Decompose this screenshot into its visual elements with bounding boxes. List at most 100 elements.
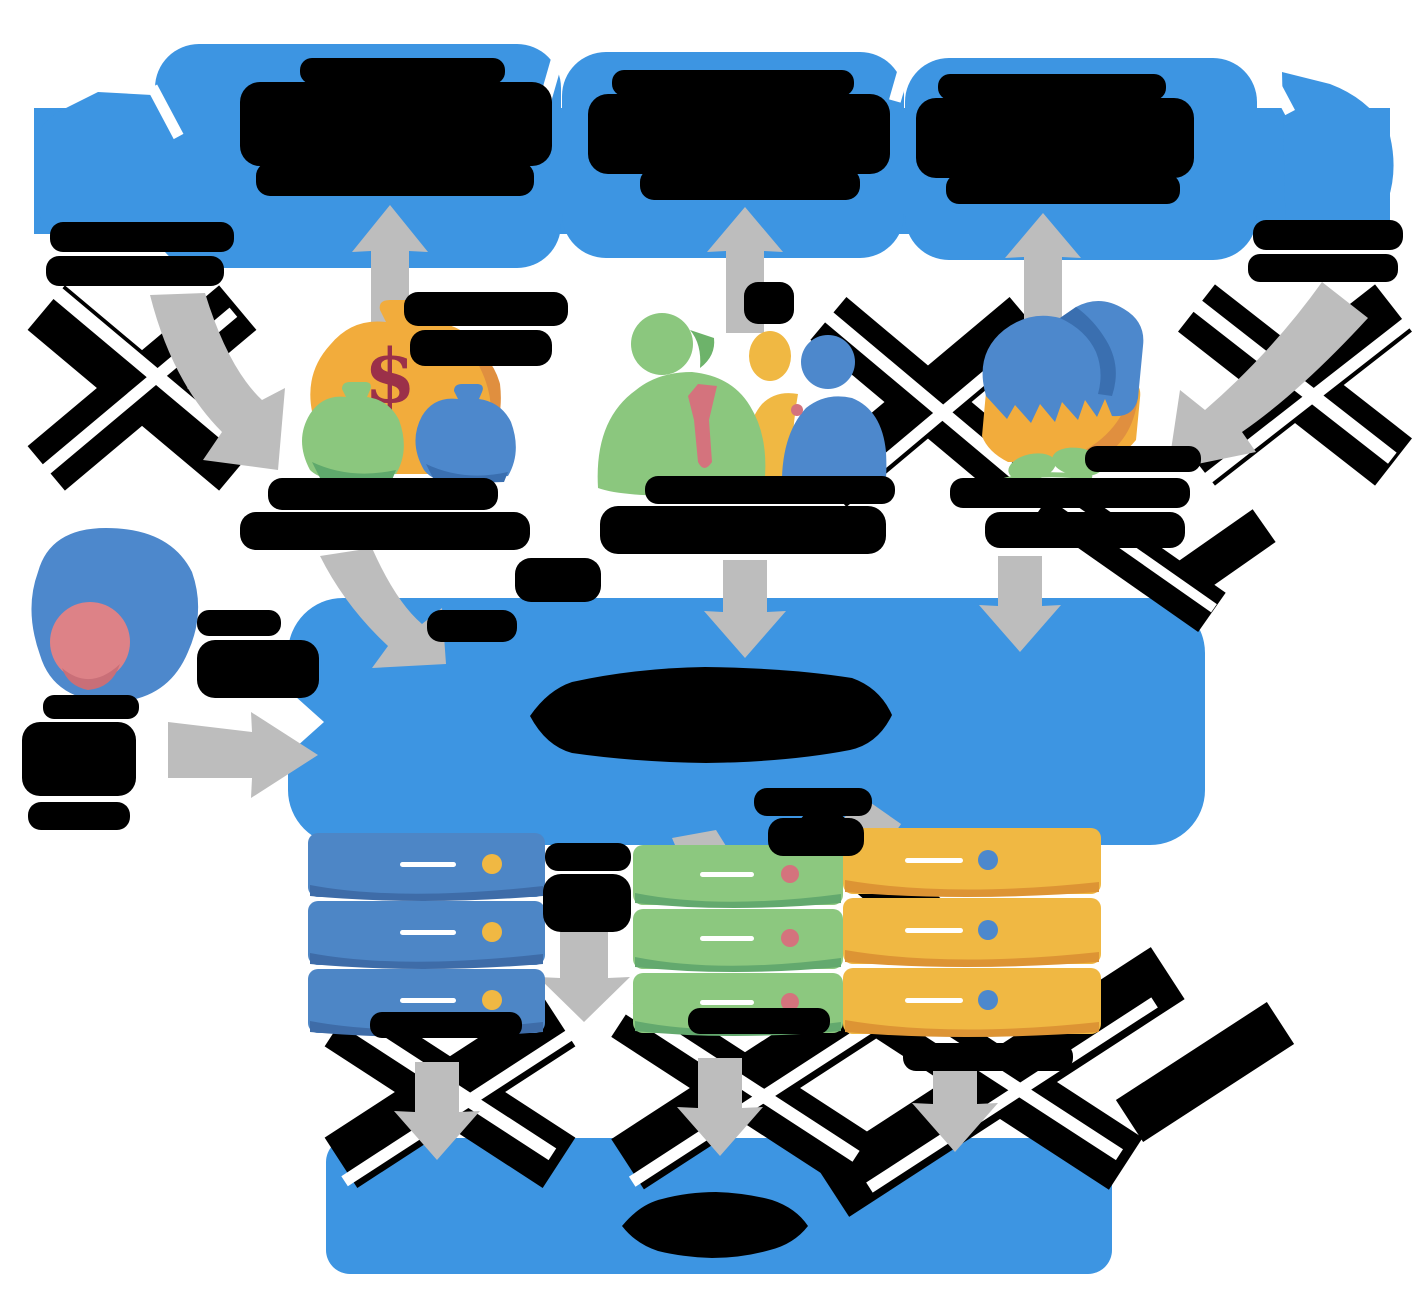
- redacted-labels: [22, 58, 1403, 1258]
- redacted-label-team-caption1: [645, 476, 895, 504]
- redacted-label-left-line2: [46, 256, 224, 286]
- redacted-label-backup2: [543, 874, 631, 932]
- arrow-handshake-to-banner: [979, 556, 1061, 652]
- redacted-label-box3-line3: [946, 174, 1180, 204]
- arrow-person-to-banner: [168, 712, 318, 798]
- connector-arrows: [150, 205, 1368, 1160]
- server-led: [482, 990, 502, 1010]
- money-bag-green-shade: [312, 462, 396, 482]
- redacted-label-person-caption2: [22, 722, 136, 796]
- server-shade: [310, 953, 543, 969]
- server-led: [781, 929, 799, 947]
- server-led: [482, 854, 502, 874]
- team-tie-small: [791, 404, 803, 416]
- white-slash: [803, 294, 1027, 485]
- team-person-green-head: [631, 313, 693, 375]
- server-shade: [845, 1020, 1099, 1037]
- band-notch-2: [889, 49, 915, 103]
- person-chin-shade: [62, 664, 120, 690]
- white-slash: [866, 997, 1158, 1193]
- arrow-backup-down: [538, 928, 630, 1022]
- server-led: [978, 990, 998, 1010]
- server-led: [978, 920, 998, 940]
- server-shade: [635, 893, 841, 908]
- redacted-cluster-bottom3-tail: [1115, 1002, 1295, 1142]
- server-shade: [845, 950, 1099, 967]
- redacted-label-team-caption2: [600, 506, 886, 554]
- white-slash: [628, 1013, 888, 1187]
- server-rack-yellow: [843, 828, 1101, 1037]
- redacted-label-server1: [370, 1012, 522, 1038]
- server-led: [978, 850, 998, 870]
- arrow-money-to-banner: [320, 548, 446, 668]
- redacted-label-money-caption1: [268, 478, 498, 510]
- team-person-green-body: [597, 372, 766, 496]
- band-notch-left: [147, 84, 184, 140]
- redacted-label-box2-body: [588, 94, 890, 174]
- redacted-label-arrow2: [744, 282, 794, 324]
- redacted-label-box1-body: [240, 82, 552, 166]
- arrow-server3-to-bottom: [912, 1054, 998, 1152]
- redacted-label-box3-body: [916, 98, 1194, 178]
- arrow-up-handshake-to-box3: [1005, 213, 1081, 345]
- person-avatar-icon: [31, 528, 199, 702]
- server-shade: [635, 957, 841, 972]
- server-slot: [905, 858, 963, 863]
- redacted-label-bottom-title: [622, 1192, 808, 1258]
- redacted-label-rack-top1: [754, 788, 872, 816]
- redacted-label-person-caption3: [28, 802, 130, 830]
- redacted-label-right-line1: [1253, 220, 1403, 250]
- team-person-blue-head: [801, 335, 855, 389]
- team-person-yellow-head: [749, 331, 791, 381]
- band-notch-1: [539, 41, 568, 101]
- arrow-righttext-to-handshake: [1168, 282, 1368, 470]
- server-shade: [310, 885, 543, 901]
- redacted-label-backup1: [545, 843, 631, 871]
- server-unit: [843, 828, 1101, 894]
- redacted-label-person-right1: [197, 610, 281, 636]
- team-person-blue-body: [781, 396, 887, 492]
- server-slot: [400, 930, 456, 935]
- band-notch-right: [1259, 62, 1295, 116]
- redacted-label-right-line2: [1248, 254, 1398, 282]
- money-bag-blue: [415, 384, 516, 481]
- redacted-label-box2-line3: [640, 168, 860, 200]
- server-slot: [700, 1000, 754, 1005]
- redacted-label-arrow1: [404, 292, 568, 326]
- server-unit: [843, 968, 1101, 1034]
- server-slot: [905, 998, 963, 1003]
- top-left-cap: [34, 92, 172, 234]
- redacted-label-erp-title: [530, 667, 892, 763]
- arrow-server2-to-bottom: [677, 1058, 763, 1156]
- server-slot: [400, 998, 456, 1003]
- redacted-label-person-caption1: [43, 695, 139, 719]
- redacted-label-left-line1: [50, 222, 234, 252]
- redacted-label-handshake-caption2: [950, 478, 1190, 508]
- server-unit: [843, 898, 1101, 964]
- money-bag-green: [302, 382, 404, 479]
- team-people-icon: [597, 313, 887, 496]
- erp-banner-left-notch: [286, 688, 324, 756]
- redacted-label-banner-top1: [427, 610, 517, 642]
- arrow-lefttext-to-money: [150, 293, 285, 470]
- redacted-label-money-caption2: [240, 512, 530, 550]
- handshake-cuff-shade: [1060, 307, 1116, 396]
- team-tie: [688, 384, 717, 468]
- money-bag-icon: $: [302, 300, 516, 484]
- team-green-head-shade: [690, 330, 715, 368]
- redacted-label-server3: [903, 1043, 1073, 1071]
- arrow-team-to-banner: [704, 560, 786, 658]
- arrow-server1-to-bottom: [394, 1062, 480, 1160]
- top-right-cap: [1282, 72, 1394, 246]
- redacted-label-rack-top2: [768, 818, 864, 856]
- server-slot: [905, 928, 963, 933]
- redacted-label-box1-line3: [256, 162, 534, 196]
- white-slash: [341, 1023, 583, 1187]
- redacted-label-handshake-caption1: [1085, 446, 1201, 472]
- redacted-label-banner-top2: [515, 558, 601, 602]
- redacted-label-server2: [688, 1008, 830, 1034]
- redacted-label-box1-line1: [300, 58, 505, 84]
- redacted-label-box2-line1: [612, 70, 854, 96]
